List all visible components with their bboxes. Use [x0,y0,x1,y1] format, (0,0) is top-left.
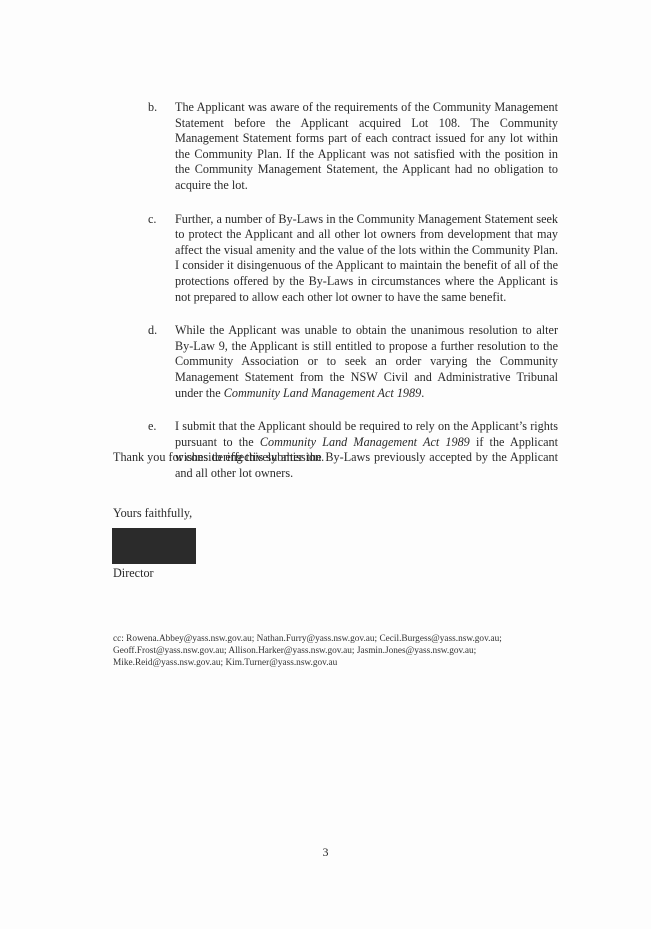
cc-line: cc: Rowena.Abbey@yass.nsw.gov.au; Nathan… [113,634,502,644]
point-text: The Applicant was aware of the requireme… [175,100,558,192]
point-letter: e. [148,419,157,434]
signatory-role: Director [113,566,154,580]
point-text: I submit that the Applicant should be re… [175,419,558,481]
closing-salutation: Yours faithfully, [113,506,193,520]
point-d: d. While the Applicant was unable to obt… [148,323,558,401]
redacted-signature [112,528,196,564]
point-letter: b. [148,100,158,114]
cc-list: cc: Rowena.Abbey@yass.nsw.gov.au; Nathan… [113,633,513,670]
act-title: Community Land Management Act 1989 [223,385,422,400]
point-text-before: While the Applicant was unable to obtain… [175,323,558,400]
thanks-line: Thank you for considering this submissio… [113,450,325,464]
point-text-after: . [421,385,425,400]
point-text: While the Applicant was unable to obtain… [175,323,558,401]
submission-points: b. The Applicant was aware of the requir… [148,100,558,499]
point-text-after: if the Applicant wishes to effectively a… [175,434,558,480]
act-title: Community Land Management Act 1989 [259,434,470,449]
cc-line: Geoff.Frost@yass.nsw.gov.au; Allison.Har… [113,646,477,657]
point-e: e. I submit that the Applicant should be… [148,419,558,481]
point-letter: c. [148,211,157,226]
point-letter: d. [148,323,158,338]
point-b: b. The Applicant was aware of the requir… [148,100,558,194]
point-text: Further, a number of By-Laws in the Comm… [175,211,558,304]
point-c: c. Further, a number of By-Laws in the C… [148,212,558,306]
page-number: 3 [322,845,329,859]
cc-line: Mike.Reid@yass.nsw.gov.au; Kim.Turner@ya… [113,658,338,669]
point-text-before: I submit that the Applicant should be re… [175,419,558,449]
